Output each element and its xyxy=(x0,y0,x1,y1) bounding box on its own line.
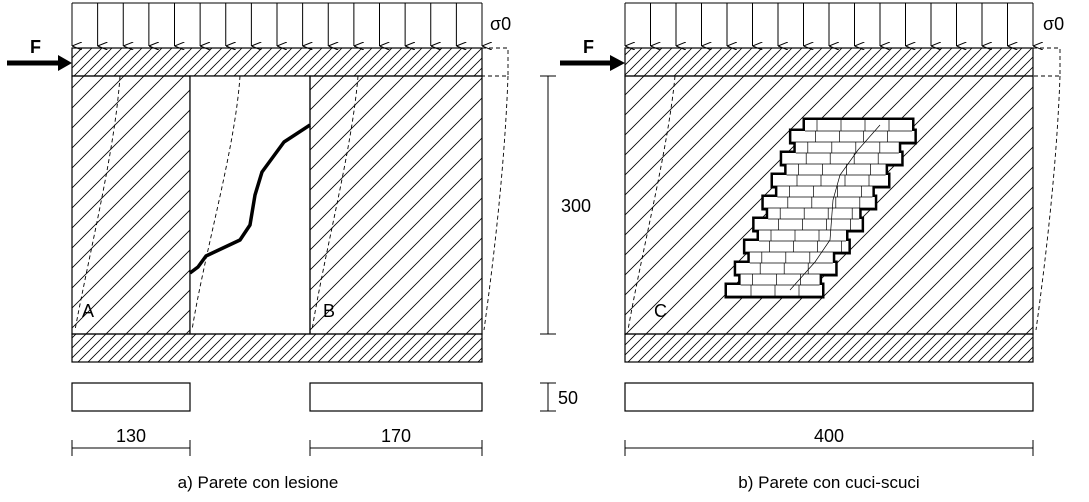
patch-row-fill xyxy=(791,131,915,142)
pier-a-section xyxy=(71,382,191,412)
dim-wall: 400 xyxy=(814,426,844,446)
pier-b-section xyxy=(309,382,483,412)
deformed-shape xyxy=(74,47,509,331)
patch-row-fill xyxy=(805,120,912,131)
cuci-scuci-patch xyxy=(724,117,917,299)
brick-pattern xyxy=(727,120,915,297)
wall-section xyxy=(624,382,1034,412)
dimension-lines-left xyxy=(71,75,556,456)
pier-b xyxy=(309,75,483,335)
patch-row-fill xyxy=(768,208,860,219)
dim-pier-b: 170 xyxy=(381,426,411,446)
patch-row-fill xyxy=(754,219,862,230)
deformed-shape xyxy=(627,47,1061,331)
patch-row-fill xyxy=(740,274,820,285)
sigma-label: σ0 xyxy=(1043,14,1064,34)
distributed-load-arrows xyxy=(71,2,1033,46)
patch-row-fill xyxy=(782,153,902,164)
force-label: F xyxy=(583,37,594,57)
opening xyxy=(189,75,311,335)
dim-beam: 50 xyxy=(558,388,578,408)
pier-c-label: C xyxy=(654,301,667,321)
top-beam xyxy=(71,47,483,77)
repaired-crack xyxy=(789,124,881,291)
pier-a-label: A xyxy=(82,301,94,321)
patch-row-fill xyxy=(763,197,875,208)
panel-right: F σ0 C 400 b) Parete con cuci-scuci xyxy=(560,14,1064,492)
force-label: F xyxy=(30,37,41,57)
crack xyxy=(188,123,311,275)
patch-row-fill xyxy=(759,230,846,241)
patch-row-fill xyxy=(749,252,833,263)
patch-row-fill xyxy=(727,285,822,296)
patch-row-fill xyxy=(795,142,899,153)
patch-row-fill xyxy=(745,241,849,252)
pier-a xyxy=(71,75,191,335)
top-beam xyxy=(624,47,1034,77)
bottom-beam xyxy=(71,333,483,363)
force-arrowhead xyxy=(610,55,625,71)
patch-row-fill xyxy=(773,175,888,186)
caption-right: b) Parete con cuci-scuci xyxy=(738,473,919,492)
patch-row-fill xyxy=(777,186,873,197)
dimension-line-right xyxy=(624,440,1034,456)
patch-row-fill xyxy=(786,164,886,175)
sigma-label: σ0 xyxy=(490,14,511,34)
bottom-beam xyxy=(624,333,1034,363)
force-arrowhead xyxy=(58,55,72,71)
dim-pier-a: 130 xyxy=(116,426,146,446)
dim-height: 300 xyxy=(561,196,591,216)
caption-left: a) Parete con lesione xyxy=(178,473,339,492)
pier-b-label: B xyxy=(323,301,335,321)
panel-left: F σ0 A B 130 170 300 50 a) Parete con le… xyxy=(7,14,591,492)
patch-row-fill xyxy=(736,263,836,274)
